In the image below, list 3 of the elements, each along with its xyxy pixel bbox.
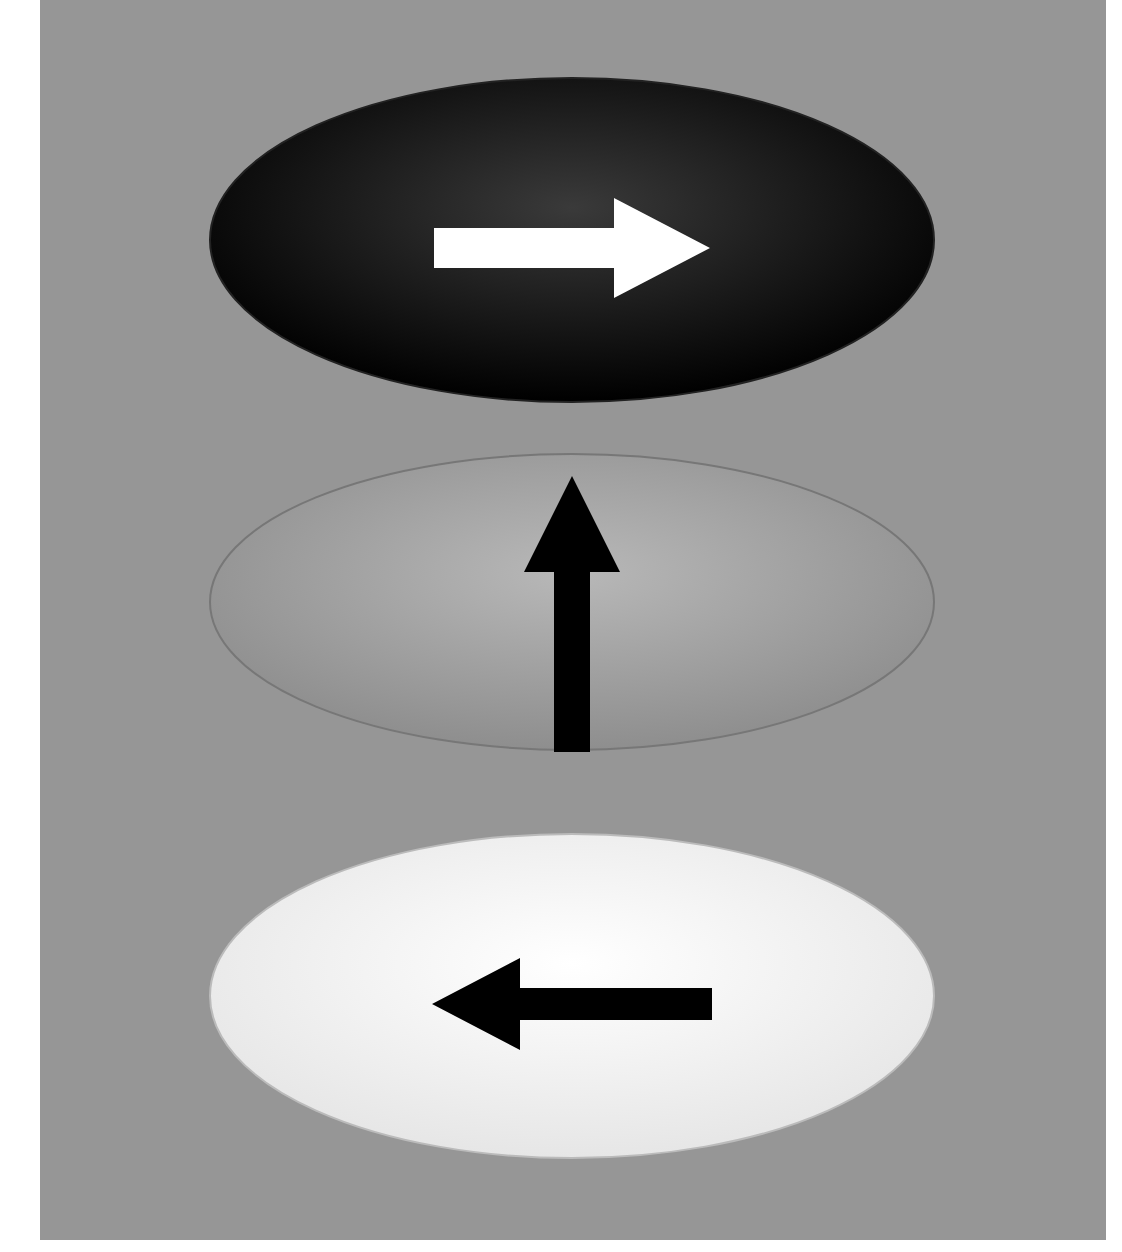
oval-shape bbox=[208, 452, 936, 752]
oval-shape bbox=[208, 76, 936, 404]
oval-shape bbox=[208, 832, 936, 1160]
